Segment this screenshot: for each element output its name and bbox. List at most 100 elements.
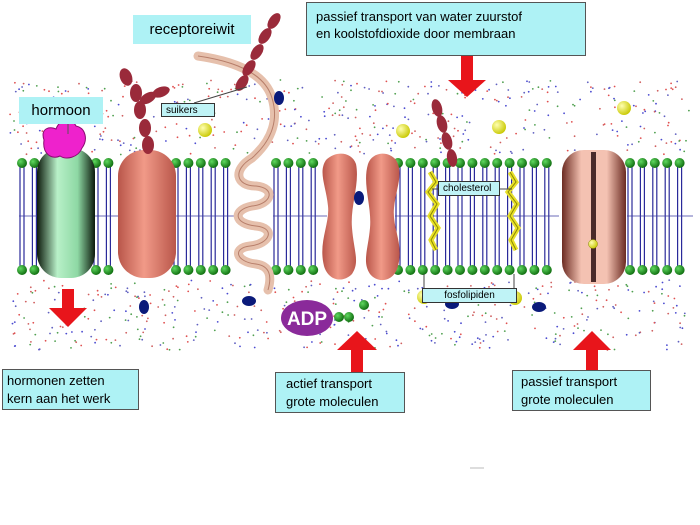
molecule-dot bbox=[509, 150, 512, 153]
phospholipid-head bbox=[195, 158, 206, 168]
molecule-dot bbox=[94, 328, 96, 331]
molecule-dot bbox=[290, 125, 293, 127]
molecule-dot bbox=[173, 87, 176, 89]
molecule-dot bbox=[57, 291, 60, 294]
molecule-dot bbox=[256, 128, 259, 131]
molecule-dot bbox=[27, 323, 30, 325]
molecule-dot bbox=[9, 113, 12, 116]
molecule-dot bbox=[43, 88, 46, 91]
molecule-dot bbox=[581, 313, 584, 316]
molecule-dot bbox=[78, 82, 80, 85]
molecule-dot bbox=[117, 103, 120, 106]
molecule-dot bbox=[654, 131, 656, 134]
molecule-dot bbox=[226, 301, 229, 304]
molecule-dot bbox=[639, 125, 642, 128]
molecule-dot bbox=[378, 315, 380, 318]
molecule-dot bbox=[467, 138, 470, 141]
molecule-dot bbox=[539, 293, 542, 295]
molecule-dot bbox=[625, 333, 628, 336]
molecule-dot bbox=[253, 137, 256, 140]
label-active-transport: actief transport grote moleculen bbox=[275, 372, 405, 413]
molecule-dot bbox=[652, 300, 655, 303]
molecule-dot bbox=[505, 137, 508, 139]
molecule-dot bbox=[338, 109, 341, 112]
phospholipid-head bbox=[637, 265, 648, 275]
molecule-dot bbox=[250, 318, 253, 320]
molecule-dot bbox=[124, 319, 127, 321]
molecule-dot bbox=[599, 107, 601, 110]
molecule-dot bbox=[374, 109, 377, 112]
molecule-dot bbox=[350, 84, 352, 87]
molecule-dot bbox=[17, 131, 19, 134]
molecule-dot bbox=[425, 140, 428, 143]
molecule-dot bbox=[27, 140, 30, 143]
molecule-dot bbox=[385, 330, 388, 333]
molecule-dot bbox=[93, 148, 96, 151]
label-hormone-effect: hormonen zetten kern aan het werk bbox=[2, 369, 139, 410]
molecule-dot bbox=[666, 348, 668, 351]
molecule-dot bbox=[18, 88, 20, 91]
molecule-dot bbox=[226, 95, 229, 98]
hormone-molecule bbox=[42, 119, 86, 159]
molecule-dot bbox=[37, 147, 39, 150]
molecule-dot bbox=[254, 97, 256, 100]
molecule-dot bbox=[176, 136, 179, 139]
molecule-dot bbox=[392, 127, 394, 129]
molecule-dot bbox=[397, 80, 400, 83]
molecule-dot bbox=[489, 146, 492, 149]
molecule-dot bbox=[407, 291, 410, 294]
molecule-dot bbox=[627, 144, 629, 146]
molecule-dot bbox=[97, 293, 99, 296]
molecule-dot bbox=[484, 312, 487, 315]
molecule-dot bbox=[173, 306, 176, 308]
molecule-dot bbox=[397, 344, 399, 347]
molecule-dot bbox=[227, 314, 230, 316]
molecule-dot bbox=[11, 322, 14, 325]
molecule-dot bbox=[130, 313, 133, 316]
molecule-dot bbox=[300, 115, 302, 118]
molecule-dot bbox=[456, 116, 458, 119]
molecule-dot bbox=[127, 319, 130, 322]
molecule-dot bbox=[334, 79, 336, 82]
molecule-dot bbox=[354, 287, 357, 290]
molecule-dot bbox=[658, 112, 661, 114]
molecule-dot bbox=[101, 138, 104, 141]
molecule-dot bbox=[394, 92, 397, 95]
molecule-dot bbox=[509, 304, 512, 307]
molecule-dot bbox=[534, 124, 536, 126]
molecule-dot bbox=[94, 341, 96, 344]
molecule-dot bbox=[407, 118, 410, 121]
label-active-transport-line1: actief transport bbox=[286, 376, 372, 391]
molecule-dot bbox=[554, 85, 557, 88]
phospholipid-head bbox=[17, 265, 27, 275]
phospholipid-head bbox=[455, 265, 465, 275]
molecule-dot bbox=[654, 145, 657, 148]
molecule-dot bbox=[44, 339, 47, 342]
molecule-dot bbox=[102, 130, 105, 133]
molecule-dot bbox=[101, 89, 103, 92]
phospholipid-head bbox=[283, 158, 294, 168]
molecule-dot bbox=[612, 336, 615, 339]
molecule-dot bbox=[172, 326, 175, 329]
molecule-dot bbox=[208, 309, 211, 311]
phospholipid-head bbox=[417, 158, 428, 168]
molecule-dot bbox=[166, 348, 169, 351]
molecule-dot bbox=[336, 291, 339, 293]
molecule-dot bbox=[665, 88, 667, 91]
molecule-dot bbox=[667, 94, 669, 96]
molecule-dot bbox=[520, 96, 523, 98]
molecule-dot bbox=[103, 87, 106, 90]
molecule-dot bbox=[572, 103, 574, 106]
molecule-dot bbox=[372, 122, 375, 125]
molecule-dot bbox=[283, 304, 286, 307]
molecule-dot bbox=[639, 137, 642, 140]
molecule-dot bbox=[376, 133, 379, 136]
phospholipid-head bbox=[504, 265, 515, 275]
molecule-dot bbox=[307, 291, 309, 293]
molecule-dot bbox=[568, 289, 570, 292]
molecule-dot bbox=[332, 102, 334, 104]
molecule-dot bbox=[531, 88, 534, 90]
molecule-dot bbox=[136, 296, 138, 299]
molecule-dot bbox=[440, 151, 442, 154]
molecule-dot bbox=[535, 287, 538, 290]
